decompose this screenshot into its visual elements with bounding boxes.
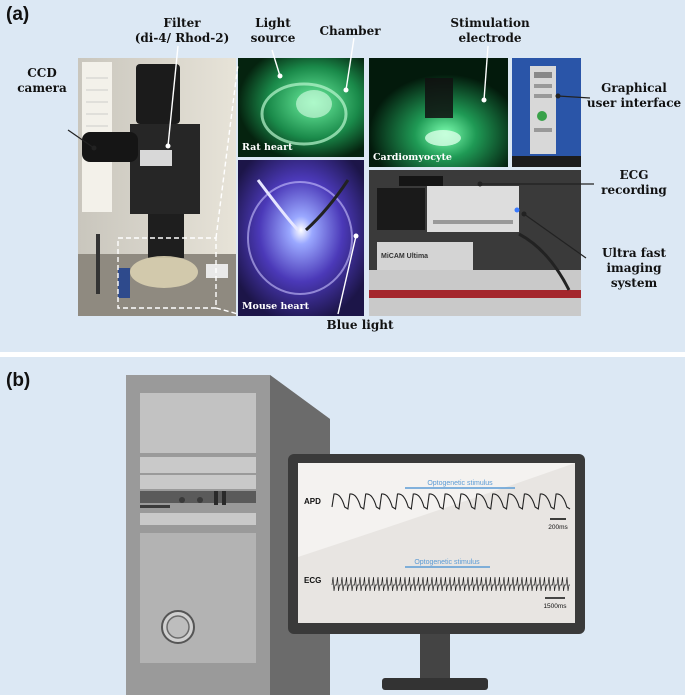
ccd-rig-illustration: [78, 58, 236, 316]
rat-heart-caption: Rat heart: [242, 142, 293, 153]
ecg-trace-label: ECG: [304, 576, 321, 585]
photo-cardiomyocyte: Cardiomyocyte: [369, 58, 508, 167]
ultra-fast-imaging-label: Ultra fast imaging system: [584, 246, 684, 291]
cardiomyocyte-caption: Cardiomyocyte: [373, 152, 452, 163]
panel-a: (a) CCD camera Filter (di-4/ Rhod-2) Lig…: [0, 0, 685, 352]
ecg-stimulus-label: Optogenetic stimulus: [414, 559, 480, 566]
stimulation-electrode-label-line2: electrode: [458, 31, 522, 45]
ecg-recording-label-line1: ECG: [619, 168, 649, 182]
photo-ccd-rig: [78, 58, 236, 316]
ecg-trace: [331, 576, 570, 592]
computer-illustration: [126, 375, 585, 695]
light-source-label-line1: Light: [255, 16, 291, 30]
filter-label-line1: Filter: [163, 16, 201, 30]
ecg-recording-label: ECG recording: [594, 168, 674, 198]
ccd-camera-label: CCD camera: [14, 66, 70, 96]
monitor-screen: APD ECG Optogenetic stimulus Optogenetic…: [304, 480, 571, 610]
apd-label: APD: [304, 497, 321, 506]
filter-label-line2: (di-4/ Rhod-2): [134, 31, 230, 45]
rat-heart-illustration: [238, 58, 364, 157]
panel-b-label: (b): [6, 370, 31, 391]
mouse-heart-caption: Mouse heart: [242, 301, 309, 312]
photo-imaging-system: MiCAM Ultima: [369, 170, 581, 316]
ecg-recording-label-line2: recording: [601, 183, 667, 197]
photo-mouse-heart: Mouse heart: [238, 160, 364, 316]
micam-device-label: MiCAM Ultima: [381, 253, 428, 260]
photo-rat-heart: Rat heart: [238, 58, 364, 157]
gui-label-line2: user interface: [586, 96, 682, 110]
blue-light-label: Blue light: [326, 318, 394, 332]
panel-b: (b) A: [0, 357, 685, 695]
stimulation-electrode-label: Stimulation electrode: [440, 16, 540, 46]
ccd-camera-label-line2: camera: [17, 81, 67, 95]
gui-label-line1: Graphical: [601, 81, 667, 95]
imaging-system-illustration: MiCAM Ultima: [369, 170, 581, 316]
ultra-fast-imaging-label-line2: imaging system: [606, 261, 662, 290]
panel-a-label: (a): [6, 4, 30, 25]
monitor: [288, 454, 585, 690]
photo-gui: [512, 58, 581, 167]
mouse-heart-illustration: [238, 160, 364, 316]
light-source-label: Light source: [246, 16, 300, 46]
cardiomyocyte-illustration: [369, 58, 508, 167]
chamber-label: Chamber: [319, 24, 381, 38]
ecg-scale-label: 1500ms: [543, 603, 567, 610]
apd-scale-label: 200ms: [548, 524, 568, 531]
ccd-camera-label-line1: CCD: [27, 66, 57, 80]
ultra-fast-imaging-label-line1: Ultra fast: [601, 246, 667, 260]
light-source-label-line2: source: [250, 31, 296, 45]
filter-label: Filter (di-4/ Rhod-2): [132, 16, 232, 46]
gui-illustration: [512, 58, 581, 167]
stimulation-electrode-label-line1: Stimulation: [450, 16, 530, 30]
apd-stimulus-label: Optogenetic stimulus: [427, 480, 493, 487]
gui-label: Graphical user interface: [584, 81, 684, 111]
apd-trace: [331, 493, 571, 510]
